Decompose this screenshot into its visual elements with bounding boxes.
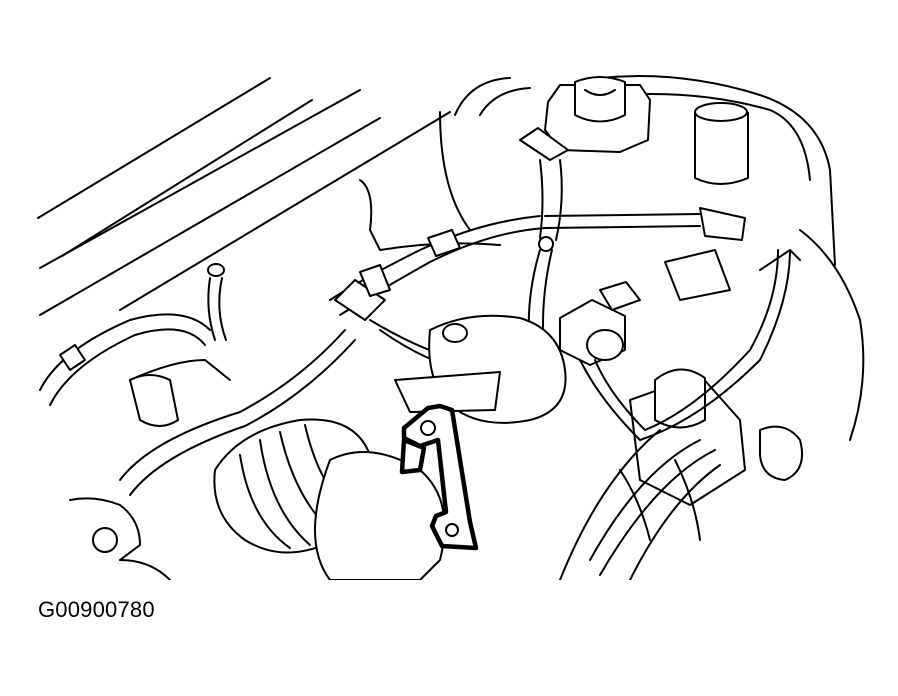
hood-panel — [37, 77, 451, 316]
figure-code: G00900780 — [38, 597, 155, 622]
highlighted-bracket — [399, 403, 479, 551]
engine-compartment-illustration — [37, 75, 865, 580]
cylinder-canister — [694, 102, 749, 185]
throttle-body — [394, 249, 731, 424]
air-intake-duct — [69, 359, 446, 580]
vacuum-hoses — [39, 159, 746, 406]
throttle-cable — [119, 264, 471, 496]
brake-master-cylinder-reservoir — [519, 76, 651, 161]
ignition-coil-and-plug-wires — [559, 249, 804, 580]
firewall-background — [359, 75, 865, 441]
